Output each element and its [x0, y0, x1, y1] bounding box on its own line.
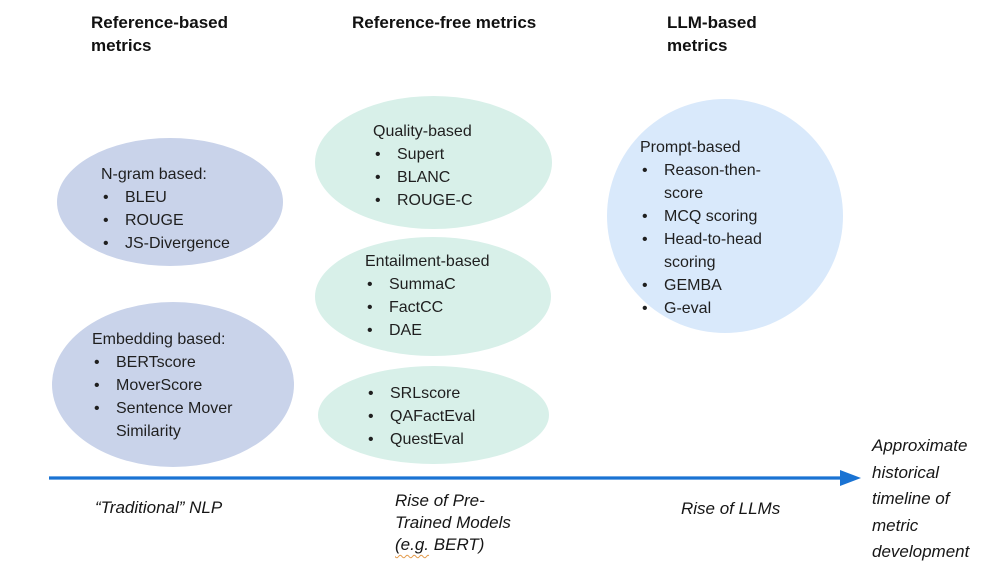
metric-item: JS-Divergence	[101, 232, 283, 255]
group-list: Supert BLANC ROUGE-C	[373, 143, 552, 212]
metric-item: QuestEval	[366, 428, 549, 451]
prompt-group: Prompt-based Reason-then-score MCQ scori…	[607, 99, 810, 320]
metric-item: GEMBA	[640, 274, 786, 297]
metric-item: MoverScore	[92, 374, 294, 397]
era-label-line: BERT)	[433, 535, 485, 554]
metric-item: BLEU	[101, 186, 283, 209]
ngram-group: N-gram based: BLEU ROUGE JS-Divergence	[57, 138, 283, 255]
ellipse-prompt-based: Prompt-based Reason-then-score MCQ scori…	[607, 99, 843, 333]
ellipse-embedding-based: Embedding based: BERTscore MoverScore Se…	[52, 302, 294, 467]
metric-item: BERTscore	[92, 351, 294, 374]
group-list: SummaC FactCC DAE	[365, 273, 551, 342]
era-label-spellcheck-word: (e.g.	[395, 535, 430, 554]
metric-item: Head-to-head scoring	[640, 228, 786, 274]
column-header-llm-based: LLM-based metrics	[667, 13, 757, 55]
timeline-arrow	[49, 470, 861, 486]
group-title: Entailment-based	[365, 253, 490, 270]
timeline-arrow-head	[840, 470, 861, 486]
era-label-rise-of-llms: Rise of LLMs	[681, 499, 781, 518]
group-list: Reason-then-score MCQ scoring Head-to-he…	[640, 159, 810, 320]
era-label-line: Trained Models	[395, 513, 511, 532]
metric-item: DAE	[365, 319, 551, 342]
metric-item: Supert	[373, 143, 552, 166]
metric-item: ROUGE	[101, 209, 283, 232]
metric-item: MCQ scoring	[640, 205, 786, 228]
metric-item: FactCC	[365, 296, 551, 319]
metric-item: BLANC	[373, 166, 552, 189]
group-title: N-gram based:	[101, 166, 207, 183]
era-label-line: Rise of Pre-	[395, 491, 485, 510]
qa-group: SRLscore QAFactEval QuestEval	[318, 366, 549, 451]
group-title: Embedding based:	[92, 331, 226, 348]
group-list: SRLscore QAFactEval QuestEval	[366, 382, 549, 451]
metric-item: Sentence Mover Similarity	[92, 397, 294, 443]
metric-item: Reason-then-score	[640, 159, 786, 205]
ellipse-quality-based: Quality-based Supert BLANC ROUGE-C	[315, 96, 552, 229]
group-title: Prompt-based	[640, 139, 741, 156]
timeline-caption: Approximate historical timeline of metri…	[872, 436, 970, 561]
metric-item: SRLscore	[366, 382, 549, 405]
era-label-traditional-nlp: “Traditional” NLP	[95, 498, 223, 517]
metric-item: ROUGE-C	[373, 189, 552, 212]
metric-item: G-eval	[640, 297, 786, 320]
group-list: BLEU ROUGE JS-Divergence	[101, 186, 283, 255]
column-header-reference-based: Reference-based metrics	[91, 13, 229, 55]
metric-item: QAFactEval	[366, 405, 549, 428]
ellipse-qa-based: SRLscore QAFactEval QuestEval	[318, 366, 549, 464]
era-label-pretrained-models: Rise of Pre- Trained Models (e.g. BERT)	[395, 490, 511, 556]
group-title: Quality-based	[373, 123, 472, 140]
metric-item: SummaC	[365, 273, 551, 296]
entailment-group: Entailment-based SummaC FactCC DAE	[315, 237, 551, 342]
group-list: BERTscore MoverScore Sentence Mover Simi…	[92, 351, 294, 443]
embedding-group: Embedding based: BERTscore MoverScore Se…	[52, 302, 294, 443]
column-header-reference-free: Reference-free metrics	[352, 13, 537, 32]
ellipse-entailment-based: Entailment-based SummaC FactCC DAE	[315, 237, 551, 356]
quality-group: Quality-based Supert BLANC ROUGE-C	[315, 96, 552, 212]
ellipse-ngram-based: N-gram based: BLEU ROUGE JS-Divergence	[57, 138, 283, 266]
